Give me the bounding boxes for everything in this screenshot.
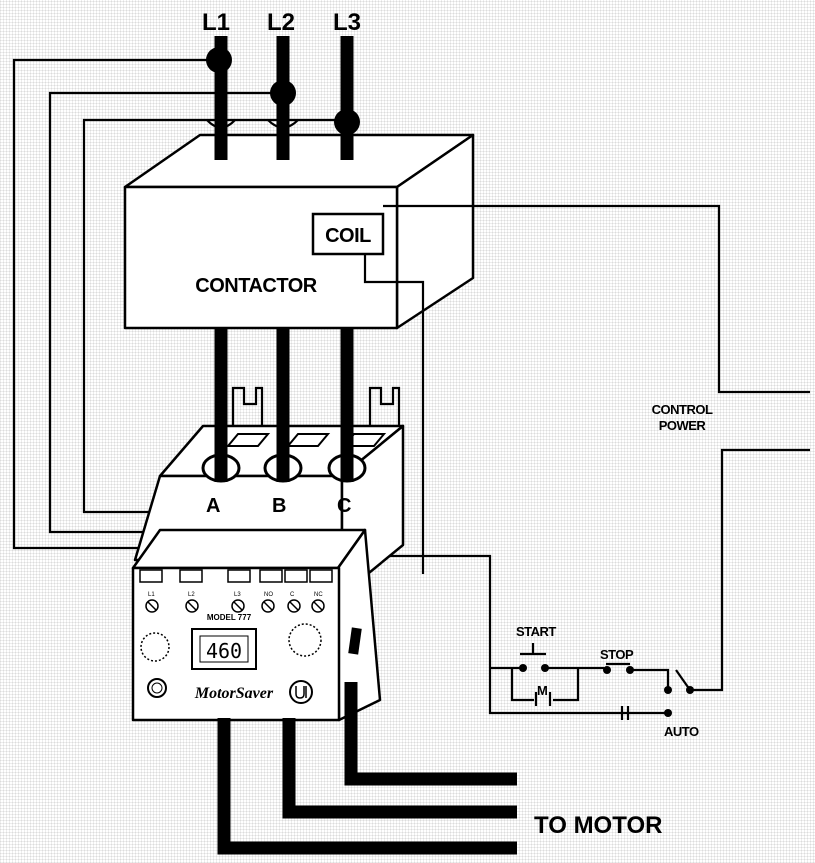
- sense-loop-l2: [267, 119, 299, 129]
- control-wiring: [294, 204, 810, 715]
- ul-mark-icon-glyph: [295, 686, 307, 699]
- motor-lead-2: [282, 718, 517, 819]
- line-label-l1: L1: [202, 9, 230, 36]
- stop-contact-left-icon: [603, 666, 611, 674]
- control-wire-return: [690, 448, 810, 692]
- stop-wire: [630, 668, 670, 690]
- terminal-block-6: [309, 569, 333, 583]
- left-dial-icon: [140, 632, 170, 662]
- overload-notch-left: [231, 386, 264, 426]
- terminal-label-nc: NC: [314, 592, 323, 598]
- start-label: START: [516, 624, 556, 639]
- reset-button-icon: [147, 678, 167, 698]
- ul-mark-icon: [289, 680, 313, 704]
- terminal-block-5: [284, 569, 308, 583]
- contactor-label: CONTACTOR: [195, 275, 317, 297]
- terminal-label-b: B: [272, 495, 286, 517]
- brand-logo: MotorSaver: [194, 685, 274, 702]
- ct-l1: [206, 47, 232, 73]
- control-power-label-line1: CONTROL: [652, 402, 713, 417]
- ct-l3: [334, 109, 360, 135]
- terminal-label-l3: L3: [234, 592, 241, 598]
- terminal-block-1: [139, 569, 163, 583]
- selector-hand-icon: [664, 686, 672, 694]
- coil-box: [311, 212, 385, 256]
- overload-window-1: [225, 433, 271, 447]
- sense-loop-l1: [206, 119, 236, 129]
- control-circuit: CONTROL POWER START M STOP AUTO: [490, 402, 713, 739]
- terminal-label-no: NO: [264, 592, 273, 598]
- control-power-label-line2: POWER: [659, 418, 707, 433]
- auto-label: AUTO: [664, 724, 699, 739]
- selector-blade: [675, 669, 691, 691]
- selector-auto-icon: [664, 709, 672, 717]
- motor-leads: TO MOTOR: [217, 682, 662, 855]
- terminal-label-c: C: [290, 592, 295, 598]
- to-motor-label: TO MOTOR: [534, 812, 662, 839]
- right-dial-icon: [288, 623, 322, 657]
- screw-slots: [147, 601, 323, 611]
- terminal-block-3: [227, 569, 251, 583]
- overload-notch-right: [368, 386, 401, 426]
- device-top: [131, 528, 367, 570]
- ct-l2: [270, 80, 296, 106]
- overload-window-2: [285, 433, 331, 447]
- coil-wire-side: [363, 254, 425, 574]
- coil-label: COIL: [325, 225, 371, 247]
- motor-lead-3: [217, 718, 517, 855]
- coil-wire-top: [383, 204, 810, 394]
- monitor-device: L1 L2 L3 NO C NC MODEL 777 460 MotorSave…: [131, 528, 382, 722]
- motor-contact-label: M: [537, 683, 547, 698]
- terminal-label-l1: L1: [148, 592, 155, 598]
- motor-lead-1: [344, 682, 517, 786]
- terminal-label-a: A: [206, 495, 220, 517]
- display-screen: [199, 635, 249, 663]
- line-label-l3: L3: [333, 9, 361, 36]
- display-value: 460: [206, 639, 242, 663]
- terminal-block-2: [179, 569, 203, 583]
- terminal-label-c: C: [337, 495, 351, 517]
- contactor-front: [123, 185, 399, 330]
- model-label: MODEL 777: [207, 613, 252, 622]
- holding-contact-wire: [510, 668, 580, 702]
- line-label-l2: L2: [267, 9, 295, 36]
- side-switch-icon: [348, 627, 362, 655]
- stop-label: STOP: [600, 647, 634, 662]
- contactor: COIL CONTACTOR: [123, 133, 475, 330]
- reset-button-inner-icon: [151, 682, 163, 694]
- power-conductors: [201, 36, 367, 483]
- terminal-block-4: [259, 569, 283, 583]
- terminal-label-l2: L2: [188, 592, 195, 598]
